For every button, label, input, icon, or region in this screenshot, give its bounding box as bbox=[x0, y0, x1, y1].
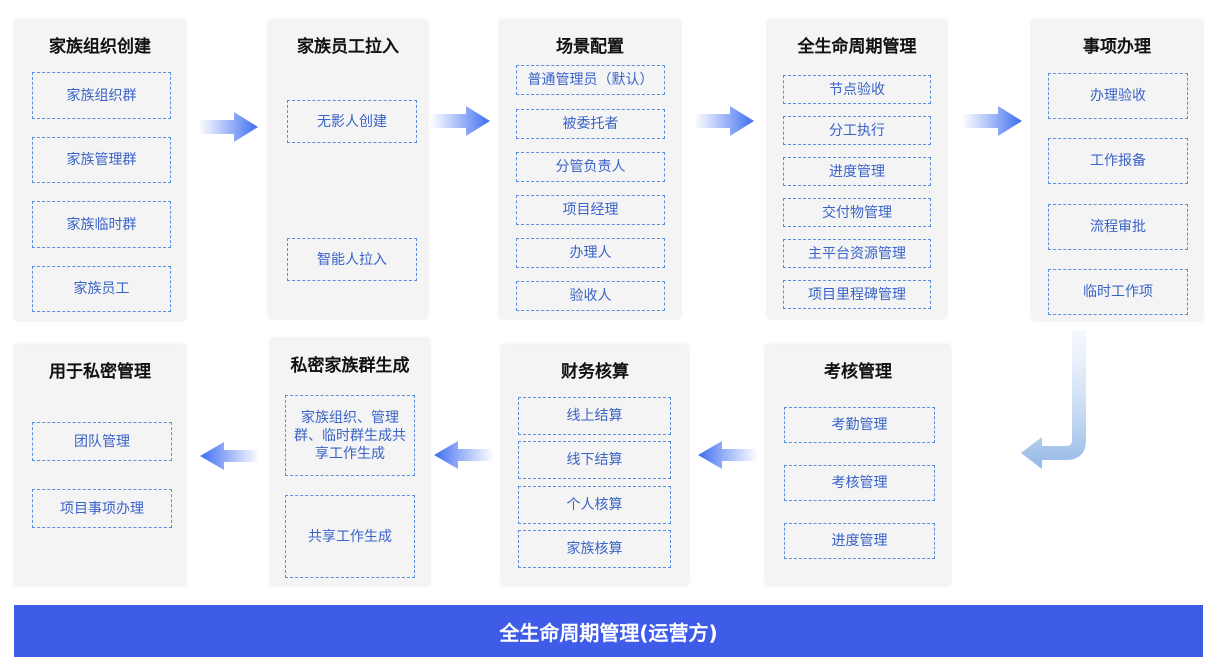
list-item: 分工执行 bbox=[783, 116, 931, 145]
list-item: 考核管理 bbox=[784, 465, 935, 501]
list-item: 无影人创建 bbox=[287, 100, 417, 143]
card-scene-config: 场景配置 普通管理员（默认） 被委托者 分管负责人 项目经理 办理人 验收人 bbox=[500, 20, 680, 318]
list-item: 家族管理群 bbox=[32, 137, 171, 183]
list-item: 交付物管理 bbox=[783, 198, 931, 227]
arrow-left-icon bbox=[698, 441, 758, 469]
card-title: 私密家族群生成 bbox=[290, 356, 410, 376]
list-item: 项目里程碑管理 bbox=[783, 280, 931, 309]
card-title: 财务核算 bbox=[561, 362, 629, 382]
arrow-right-icon bbox=[962, 106, 1022, 136]
card-title: 场景配置 bbox=[556, 37, 624, 57]
list-item: 个人核算 bbox=[518, 486, 671, 524]
list-item: 共享工作生成 bbox=[285, 495, 415, 578]
list-item: 家族临时群 bbox=[32, 201, 171, 248]
arrow-left-icon bbox=[200, 442, 260, 470]
list-item: 进度管理 bbox=[784, 523, 935, 559]
list-item: 流程审批 bbox=[1048, 204, 1188, 250]
list-item: 线上结算 bbox=[518, 397, 671, 435]
list-item: 团队管理 bbox=[32, 422, 172, 461]
card-lifecycle-mgmt: 全生命周期管理 节点验收 分工执行 进度管理 交付物管理 主平台资源管理 项目里… bbox=[768, 20, 946, 318]
arrow-right-icon bbox=[198, 112, 258, 142]
card-title: 考核管理 bbox=[824, 362, 892, 382]
card-title: 事项办理 bbox=[1083, 37, 1151, 57]
card-family-org-create: 家族组织创建 家族组织群 家族管理群 家族临时群 家族员工 bbox=[15, 20, 185, 320]
list-item: 进度管理 bbox=[783, 157, 931, 186]
list-item: 办理人 bbox=[516, 238, 665, 268]
list-item: 线下结算 bbox=[518, 441, 671, 479]
card-finance-accounting: 财务核算 线上结算 线下结算 个人核算 家族核算 bbox=[502, 345, 688, 585]
list-item: 家族核算 bbox=[518, 530, 671, 568]
card-title: 家族组织创建 bbox=[49, 37, 151, 57]
card-affairs-handling: 事项办理 办理验收 工作报备 流程审批 临时工作项 bbox=[1032, 20, 1202, 320]
footer-banner: 全生命周期管理(运营方) bbox=[14, 605, 1203, 657]
card-assessment-mgmt: 考核管理 考勤管理 考核管理 进度管理 bbox=[766, 345, 950, 585]
list-item: 办理验收 bbox=[1048, 73, 1188, 119]
list-item: 普通管理员（默认） bbox=[516, 65, 665, 95]
card-title: 用于私密管理 bbox=[49, 362, 151, 382]
list-item: 项目经理 bbox=[516, 195, 665, 225]
card-title: 全生命周期管理 bbox=[797, 37, 917, 57]
arrow-left-icon bbox=[434, 441, 494, 469]
list-item: 智能人拉入 bbox=[287, 238, 417, 281]
card-private-use: 用于私密管理 团队管理 项目事项办理 bbox=[15, 345, 185, 585]
list-item: 家族组织、管理群、临时群生成共享工作生成 bbox=[285, 395, 415, 476]
arrow-right-icon bbox=[430, 106, 490, 136]
list-item: 工作报备 bbox=[1048, 138, 1188, 184]
arrow-curve-down-left-icon bbox=[1021, 330, 1086, 469]
card-private-group-gen: 私密家族群生成 家族组织、管理群、临时群生成共享工作生成 共享工作生成 bbox=[271, 339, 429, 585]
list-item: 分管负责人 bbox=[516, 152, 665, 182]
list-item: 考勤管理 bbox=[784, 407, 935, 443]
list-item: 家族组织群 bbox=[32, 72, 171, 119]
list-item: 验收人 bbox=[516, 281, 665, 311]
list-item: 临时工作项 bbox=[1048, 269, 1188, 315]
list-item: 主平台资源管理 bbox=[783, 239, 931, 268]
card-family-staff-pull: 家族员工拉入 无影人创建 智能人拉入 bbox=[269, 20, 427, 318]
list-item: 家族员工 bbox=[32, 266, 171, 312]
list-item: 项目事项办理 bbox=[32, 489, 172, 528]
card-title: 家族员工拉入 bbox=[297, 37, 399, 57]
arrow-right-icon bbox=[694, 106, 754, 136]
list-item: 被委托者 bbox=[516, 109, 665, 139]
list-item: 节点验收 bbox=[783, 75, 931, 104]
